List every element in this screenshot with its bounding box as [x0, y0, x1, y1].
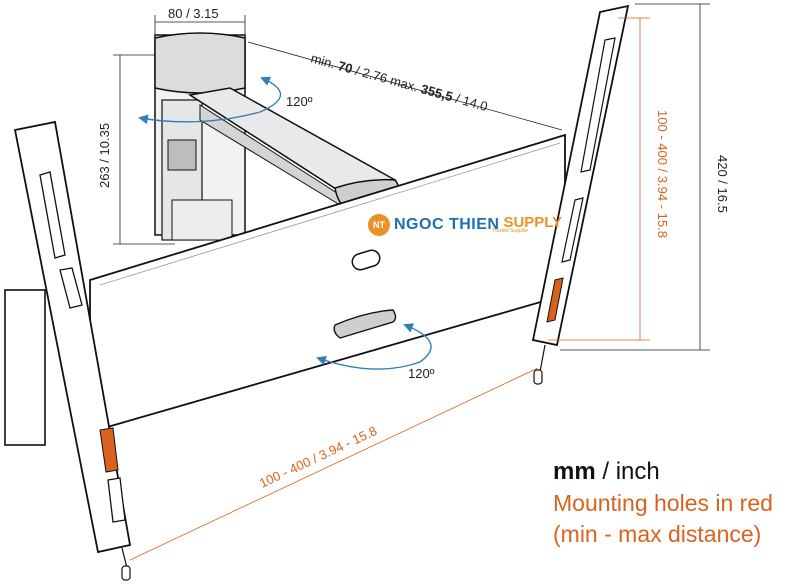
vertical-holes-label: 100 - 400 / 3.94 - 15.8: [655, 110, 670, 238]
rotation-arrow-top: [138, 76, 282, 125]
overall-height-label: 420 / 16.5: [715, 155, 730, 213]
legend-unit: mm / inch: [553, 458, 660, 486]
watermark-supply: SUPPLY: [503, 213, 563, 231]
arm-extension-prefix: min.: [309, 50, 340, 72]
dimension-line-overall-height: [560, 3, 710, 351]
watermark-name: NGOC THIEN: [394, 216, 500, 233]
dimension-line-vertical-holes: [548, 17, 650, 341]
dimension-line-arm-extension: [247, 41, 563, 131]
arm-extension-label: min. 70 / 2.76 max. 355,5 / 14.0: [309, 50, 489, 114]
legend-red-note: Mounting holes in red: [553, 490, 773, 516]
wall-width-label: 80 / 3.15: [168, 6, 219, 21]
arm-extension-suffix: / 14.0: [451, 90, 490, 114]
watermark-logo: NT: [368, 214, 390, 236]
left-vertical-rail: [4, 120, 132, 581]
rotation-arrow-bottom: [316, 323, 432, 370]
right-vertical-rail: [531, 4, 630, 385]
dimension-line-wall-width: [154, 15, 246, 40]
legend-unit-bold: mm: [553, 458, 596, 485]
legend-range-note: (min - max distance): [553, 521, 762, 547]
legend-unit-rest: / inch: [595, 458, 660, 485]
arm-extension-min: 70: [336, 58, 354, 76]
arm-extension-mid: / 2.76 max.: [350, 62, 423, 96]
arm-extension-max: 355,5: [419, 81, 454, 104]
wall-height-label: 263 / 10.35: [97, 123, 112, 188]
dimension-line-horizontal-holes: [129, 367, 539, 561]
rotation-top-label: 120º: [286, 94, 313, 109]
rotation-bottom-label: 120º: [408, 366, 435, 381]
dimension-line-wall-height: [113, 54, 175, 245]
watermark-tagline: Trusted Supplier: [492, 228, 529, 234]
horizontal-holes-label: 100 - 400 / 3.94 - 15.8: [257, 423, 379, 491]
watermark: NT NGOC THIEN SUPPLY Trusted Supplier: [368, 214, 562, 236]
